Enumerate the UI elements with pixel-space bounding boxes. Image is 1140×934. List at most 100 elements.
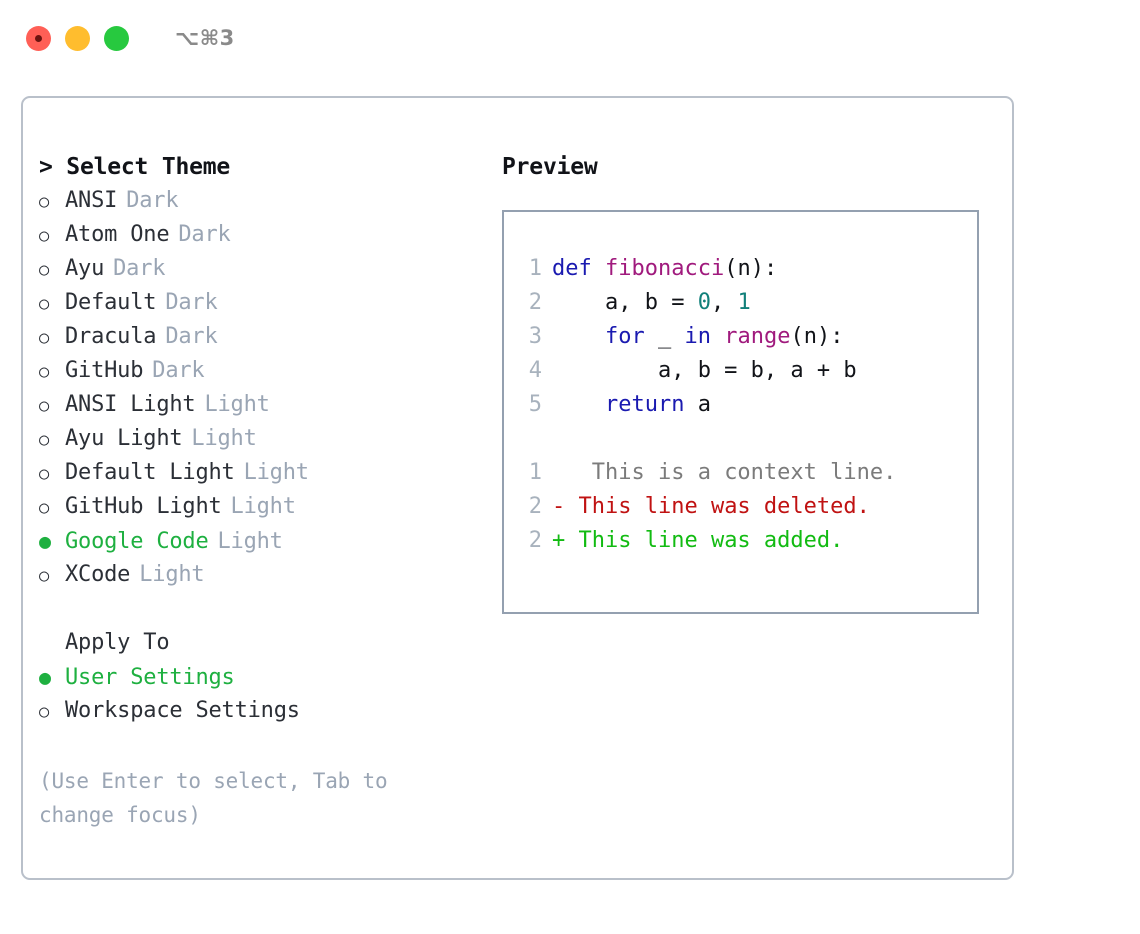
code-diff-separator xyxy=(514,422,977,456)
select-theme-heading: > Select Theme xyxy=(39,154,231,180)
radio-unselected-icon: ○ xyxy=(39,328,50,348)
theme-option-label: GitHub xyxy=(65,358,144,383)
code-line: 4 a, b = b, a + b xyxy=(514,354,977,388)
theme-option-label: Default Light xyxy=(65,460,235,485)
diff-marker: + xyxy=(552,528,566,553)
diff-line-text: This line was deleted. xyxy=(565,494,870,519)
code-token-num: 1 xyxy=(737,290,751,315)
radio-unselected-icon: ○ xyxy=(39,260,50,280)
radio-selected-icon: ● xyxy=(39,665,51,689)
apply-to-option-label: User Settings xyxy=(65,665,235,690)
radio-unselected-icon: ○ xyxy=(39,396,50,416)
diff-line-context: 1 This is a context line. xyxy=(514,456,977,490)
code-token-pl: (n): xyxy=(724,256,778,281)
diff-line-number: 2 xyxy=(528,528,542,553)
theme-option-label: Default xyxy=(65,290,157,315)
code-token-fn: fibonacci xyxy=(604,256,725,281)
theme-option-label: ANSI xyxy=(65,188,118,213)
radio-unselected-icon: ○ xyxy=(39,226,50,246)
radio-unselected-icon: ○ xyxy=(39,498,50,518)
zoom-button[interactable] xyxy=(104,25,129,51)
theme-option-label: GitHub Light xyxy=(65,494,222,519)
theme-option-default-light[interactable]: ○ Default Light Light xyxy=(39,456,493,490)
preview-heading: Preview xyxy=(502,154,598,180)
code-line-text: for _ in range(n): xyxy=(552,320,843,354)
diff-line-added: 2 + This line was added. xyxy=(514,524,977,558)
code-line-number: 4 xyxy=(528,358,542,383)
apply-to-option-label: Workspace Settings xyxy=(65,698,300,723)
diff-line-text: This is a context line. xyxy=(565,460,897,485)
code-line: 3 for _ in range(n): xyxy=(514,320,977,354)
theme-option-tag: Light xyxy=(191,426,257,451)
theme-option-tag: Light xyxy=(204,392,270,417)
theme-option-tag: Dark xyxy=(152,358,205,383)
code-line-number: 3 xyxy=(528,324,542,349)
radio-unselected-icon: ○ xyxy=(39,430,50,450)
radio-unselected-icon: ○ xyxy=(39,192,50,212)
radio-unselected-icon: ○ xyxy=(39,464,50,484)
theme-option-tag: Dark xyxy=(178,222,231,247)
theme-option-github-light[interactable]: ○ GitHub Light Light xyxy=(39,490,493,524)
close-button[interactable] xyxy=(26,25,51,51)
code-line-number: 2 xyxy=(528,290,542,315)
code-line: 2 a, b = 0, 1 xyxy=(514,286,977,320)
theme-option-tag: Light xyxy=(243,460,309,485)
theme-option-tag: Dark xyxy=(165,290,218,315)
code-line-text: def fibonacci(n): xyxy=(552,252,777,286)
code-token-pl: (n): xyxy=(790,324,844,349)
diff-sample: 1 This is a context line.2- This line wa… xyxy=(514,456,977,558)
radio-unselected-icon: ○ xyxy=(39,566,50,586)
theme-option-tag: Light xyxy=(139,562,205,587)
theme-option-label: Ayu Light xyxy=(65,426,183,451)
apply-to-option-workspace-settings[interactable]: ○ Workspace Settings xyxy=(39,694,493,728)
theme-option-tag: Dark xyxy=(165,324,218,349)
theme-option-tag: Dark xyxy=(126,188,179,213)
theme-option-tag: Light xyxy=(217,529,283,554)
minimize-button[interactable] xyxy=(65,25,90,51)
apply-to-heading-label: Apply To xyxy=(65,630,170,655)
code-line-text: a, b = 0, 1 xyxy=(552,286,751,320)
keyboard-shortcut-label: ⌥⌘3 xyxy=(175,26,235,50)
diff-line-text: This line was added. xyxy=(565,528,844,553)
code-token-kw: def xyxy=(552,256,605,281)
traffic-light-group xyxy=(26,25,129,51)
code-line-number: 5 xyxy=(528,392,542,417)
apply-to-heading: ○ Apply To xyxy=(39,626,493,660)
code-token-kw: return xyxy=(604,392,685,417)
apply-to-option-user-settings[interactable]: ● User Settings xyxy=(39,660,493,694)
diff-line-number: 2 xyxy=(528,494,542,519)
apply-heading-bullet-placeholder: ○ xyxy=(39,627,65,661)
theme-option-tag: Light xyxy=(230,494,296,519)
diff-marker xyxy=(552,456,565,490)
theme-option-default[interactable]: ○ Default Dark xyxy=(39,286,493,320)
code-token-pl xyxy=(711,324,724,349)
apply-to-option-list[interactable]: ● User Settings ○ Workspace Settings xyxy=(39,660,493,728)
code-line: 5 return a xyxy=(514,388,977,422)
code-token-pl: a, b = b, a + b xyxy=(552,358,857,383)
theme-option-ansi[interactable]: ○ ANSI Dark xyxy=(39,184,493,218)
radio-unselected-icon: ○ xyxy=(39,702,50,722)
code-token-pl: a xyxy=(684,392,711,417)
keyboard-hint-text: (Use Enter to select, Tab to change focu… xyxy=(39,769,388,827)
theme-option-ayu-light[interactable]: ○ Ayu Light Light xyxy=(39,422,493,456)
radio-unselected-icon: ○ xyxy=(39,294,50,314)
code-token-num: 0 xyxy=(697,290,711,315)
code-token-pl: , xyxy=(710,290,738,315)
code-line-text: return a xyxy=(552,388,711,422)
code-line-text: a, b = b, a + b xyxy=(552,354,857,388)
